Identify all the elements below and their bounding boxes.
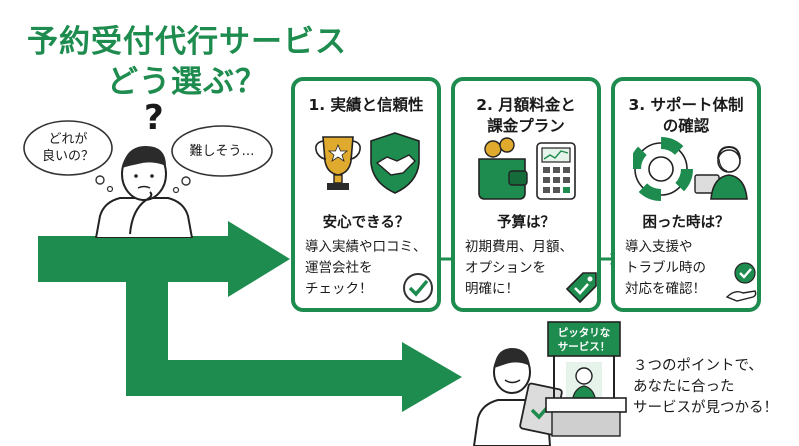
card-track-record: 1. 実績と信頼性 安心できる？ 導入実績や口コミ、 運営会社を チェック！ [291, 77, 441, 312]
booth-sign-text: ピッタリな サービス！ [557, 327, 611, 353]
final-message: ３つのポイントで、 あなたに合った サービスが見つかる！ [633, 358, 778, 416]
calculator-icon [536, 142, 576, 200]
left-bubble-text: どれが 良いの？ [41, 132, 94, 164]
card-2-illustration [478, 137, 576, 200]
card-2-title: 2. 月額料金と 課金プラン [476, 96, 576, 135]
service-booth [545, 321, 627, 437]
card-3-title: 3. サポート体制 の確認 [628, 96, 744, 135]
card-1-title: 1. 実績と信頼性 [308, 96, 424, 114]
handshake-shield-icon [370, 132, 420, 194]
wallet-icon [478, 137, 528, 200]
support-agent-icon [694, 145, 748, 200]
card-1-illustration [315, 132, 420, 194]
thought-bubbles [23, 120, 273, 194]
question-mark: ? [144, 98, 164, 138]
card-3-illustration [633, 137, 748, 201]
card-pricing: 2. 月額料金と 課金プラン 予算は？ 初期費用、月額、 オプションを 明確に！ [451, 77, 601, 312]
page-title: 予約受付代行サービス どう選ぶ？ [22, 22, 352, 102]
lifebuoy-icon [633, 137, 693, 201]
title-line-2: どう選ぶ？ [107, 64, 267, 100]
final-scene-illustration [472, 321, 627, 446]
thinking-person-illustration [94, 146, 194, 238]
card-3-question: 困った時は？ [642, 215, 730, 231]
tag-check-icon [565, 272, 597, 304]
title-line-1: 予約受付代行サービス [27, 24, 347, 60]
hand-check-icon [725, 262, 757, 302]
trophy-icon [315, 136, 361, 190]
card-3-description: 導入支援や トラブル時の 対応を確認！ [625, 239, 706, 297]
card-support: 3. サポート体制 の確認 困った時は？ 導入支援や トラブル時の 対応を確認！ [611, 77, 761, 312]
card-2-question: 予算は？ [497, 215, 555, 231]
left-bubble [23, 120, 113, 176]
card-1-description: 導入実績や口コミ、 運営会社を チェック！ [305, 239, 427, 297]
upper-flow-arrow [38, 221, 290, 297]
right-bubble [171, 125, 273, 177]
right-bubble-text: 難しそう… [189, 144, 255, 159]
lower-flow-arrow [126, 282, 462, 412]
card-2-description: 初期費用、月額、 オプションを 明確に！ [465, 239, 573, 297]
check-circle-icon [403, 273, 433, 303]
card-1-question: 安心できる？ [322, 215, 410, 231]
